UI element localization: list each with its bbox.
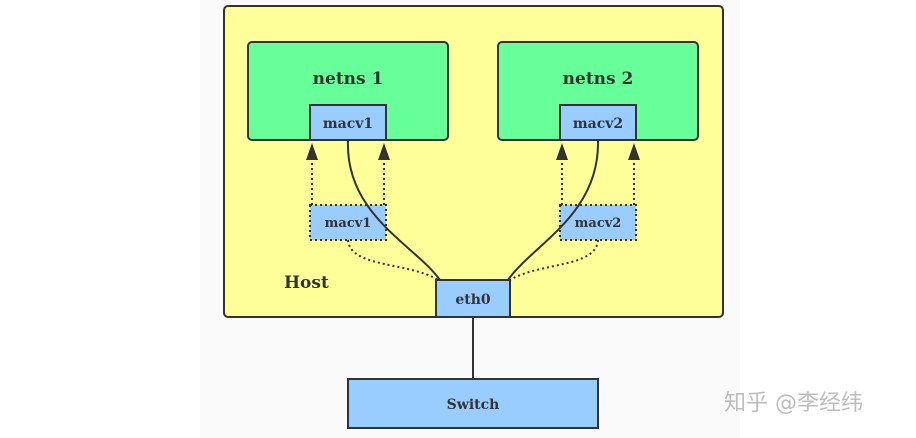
solid-link-netns2-eth0 <box>507 139 600 281</box>
arrowhead-macv1-right <box>378 143 390 160</box>
switch-box <box>347 378 599 429</box>
netns2-iface-box <box>559 104 637 141</box>
watermark: 知乎 @李经纬 <box>724 391 863 416</box>
host-label: Host <box>284 273 329 293</box>
arrowhead-macv2-left <box>556 143 568 160</box>
netns2-label: netns 2 <box>563 69 634 89</box>
netns1-iface-label: macv1 <box>323 116 373 132</box>
solid-link-netns1-eth0 <box>346 139 441 281</box>
arrowhead-macv1-left <box>306 143 318 160</box>
netns1-label: netns 1 <box>313 69 384 89</box>
arrowhead-macv2-right <box>628 143 640 160</box>
netns1-iface-box <box>309 104 387 141</box>
dotted-link-macv1-eth0 <box>347 239 439 281</box>
host-macv1-label: macv1 <box>325 216 372 231</box>
switch-label: Switch <box>447 397 500 413</box>
host-macv2-box <box>559 204 637 241</box>
netns2-iface-label: macv2 <box>573 116 623 132</box>
host-macv1-box <box>309 204 387 241</box>
eth0-label: eth0 <box>455 292 491 308</box>
host-macv2-label: macv2 <box>575 216 622 231</box>
